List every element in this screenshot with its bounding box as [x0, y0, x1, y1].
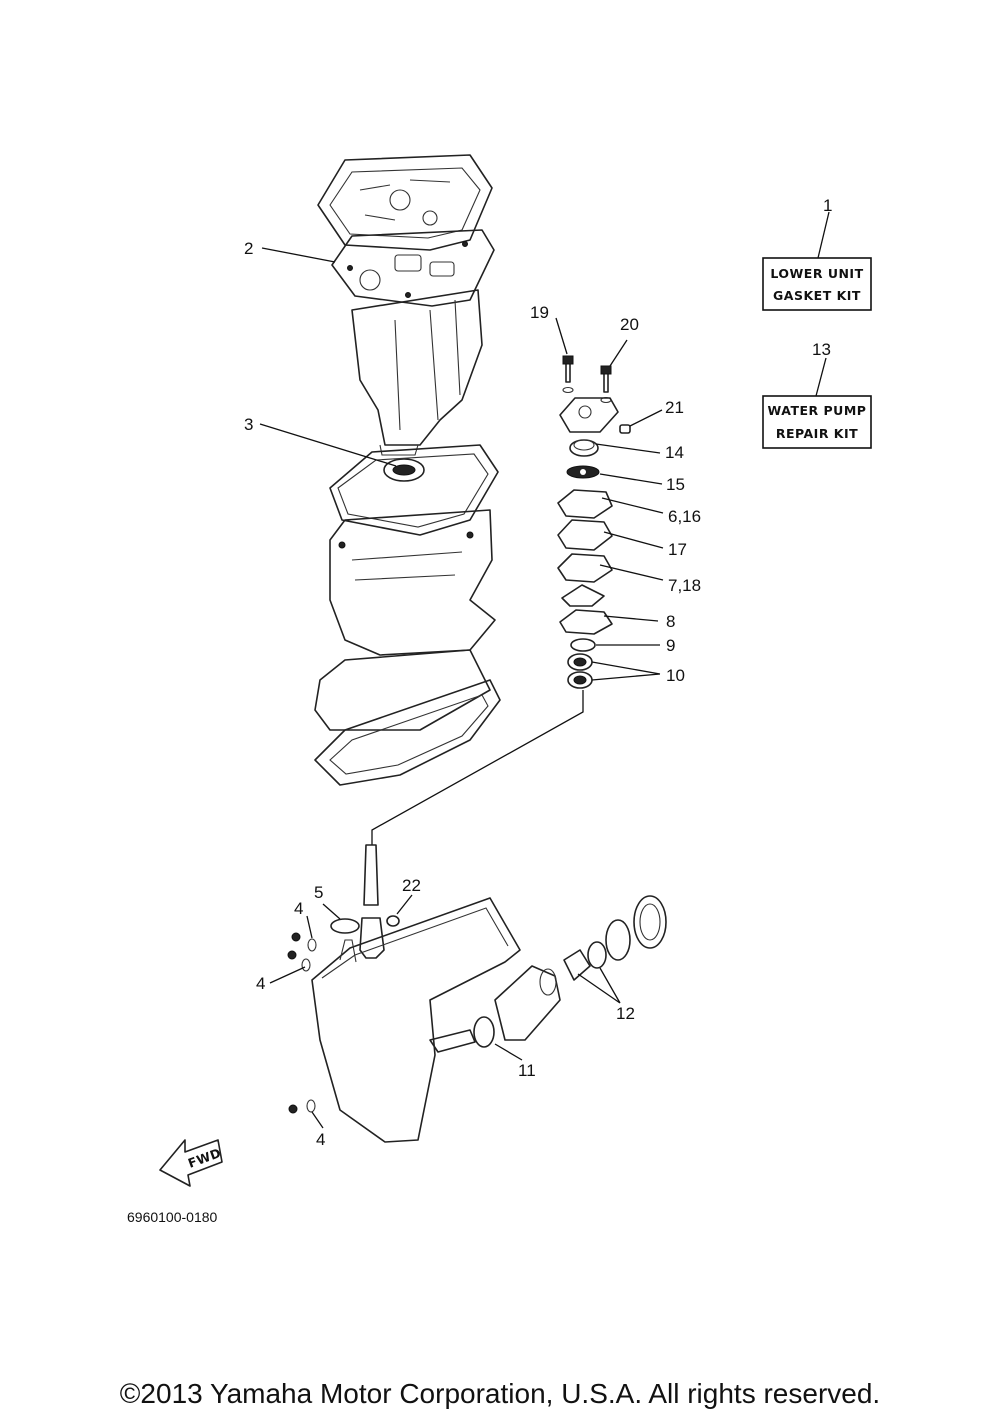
callout-9: 9: [666, 636, 675, 655]
callouts: 1 2 3 19 20 13 21 14 15 6,16 17 7,18 8 9…: [244, 196, 832, 1149]
upper-casing: [351, 289, 483, 456]
lower-unit-gasket-kit-box: LOWER UNIT GASKET KIT: [762, 257, 872, 311]
callout-22: 22: [402, 876, 421, 895]
callout-11: 11: [518, 1061, 536, 1080]
upper-casing-plate: [317, 154, 493, 251]
callout-4-top: 4: [294, 899, 303, 918]
impeller: [566, 465, 600, 479]
callout-21: 21: [665, 398, 684, 417]
seal-22: [386, 915, 400, 927]
callout-3: 3: [244, 415, 253, 434]
callout-12: 12: [616, 1004, 635, 1023]
callout-6-16: 6,16: [668, 507, 701, 526]
callout-4-mid: 4: [256, 974, 265, 993]
callout-4-bottom: 4: [316, 1130, 325, 1149]
mount-frame: [329, 444, 499, 536]
callout-8: 8: [666, 612, 675, 631]
kit-1-line1: LOWER UNIT: [770, 266, 863, 281]
gear-case: [311, 897, 521, 1143]
callout-13: 13: [812, 340, 831, 359]
callout-17: 17: [668, 540, 687, 559]
drain-screws: [287, 932, 317, 1114]
kit-1-line2: GASKET KIT: [773, 288, 861, 303]
gasket-2: [331, 229, 495, 307]
callout-20: 20: [620, 315, 639, 334]
prop-shaft-housing: [473, 895, 667, 1048]
copyright-notice: ©2013 Yamaha Motor Corporation, U.S.A. A…: [119, 1378, 881, 1409]
lower-casing-upper: [314, 509, 496, 731]
callout-1: 1: [823, 196, 832, 215]
drive-shaft: [359, 844, 385, 959]
forward-arrow-icon: FWD: [159, 1139, 223, 1187]
callout-2: 2: [244, 239, 253, 258]
kit-13-line2: REPAIR KIT: [776, 426, 858, 441]
kit-13-line1: WATER PUMP: [768, 403, 867, 418]
callout-15: 15: [666, 475, 685, 494]
callout-19: 19: [530, 303, 549, 322]
water-pump-repair-kit-box: WATER PUMP REPAIR KIT: [762, 395, 872, 449]
lower-casing-cover: [314, 679, 501, 786]
callout-5: 5: [314, 883, 323, 902]
callout-10: 10: [666, 666, 685, 685]
diagram-code: 6960100-0180: [127, 1209, 218, 1225]
callout-14: 14: [665, 443, 684, 462]
water-pump-stack: [557, 355, 631, 689]
seal-3: [383, 458, 425, 482]
oring-5: [330, 918, 360, 934]
callout-7-18: 7,18: [668, 576, 701, 595]
